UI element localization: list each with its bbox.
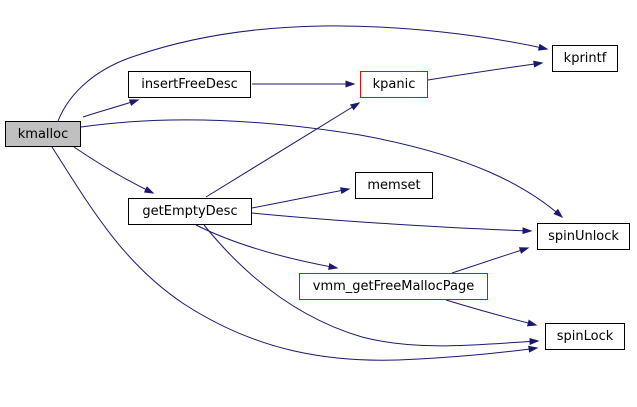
edge-kmalloc-to-kprintf — [57, 25, 549, 122]
node-insertfreedesc[interactable]: insertFreeDesc — [128, 71, 251, 98]
node-kmalloc[interactable]: kmalloc — [5, 121, 81, 147]
edge-kmalloc-to-getemptydesc — [73, 146, 155, 194]
edge-getemptydesc-to-vmm-getfreemallocpage — [195, 224, 339, 270]
node-getemptydesc[interactable]: getEmptyDesc — [128, 198, 252, 225]
edge-vmm-getfreemallocpage-to-spinunlock — [451, 247, 530, 274]
edge-getemptydesc-to-memset — [251, 187, 351, 209]
edge-kpanic-to-kprintf — [427, 60, 544, 81]
edge-kmalloc-to-spinunlock — [80, 119, 564, 218]
edge-kmalloc-to-insertfreedesc — [82, 99, 140, 118]
node-spinunlock[interactable]: spinUnlock — [537, 223, 630, 250]
edge-getemptydesc-to-spinunlock — [251, 212, 533, 235]
edge-kmalloc-to-spinlock — [51, 146, 539, 361]
edge-getemptydesc-to-kpanic — [205, 102, 361, 198]
node-spinlock[interactable]: spinLock — [545, 323, 625, 350]
node-kpanic[interactable]: kpanic — [360, 71, 428, 98]
node-vmm-getfreemallocpage[interactable]: vmm_getFreeMallocPage — [299, 273, 488, 300]
node-kprintf[interactable]: kprintf — [552, 45, 618, 72]
node-memset[interactable]: memset — [355, 172, 433, 199]
edge-getemptydesc-to-spinlock — [203, 224, 540, 347]
edge-vmm-getfreemallocpage-to-spinlock — [445, 299, 538, 327]
